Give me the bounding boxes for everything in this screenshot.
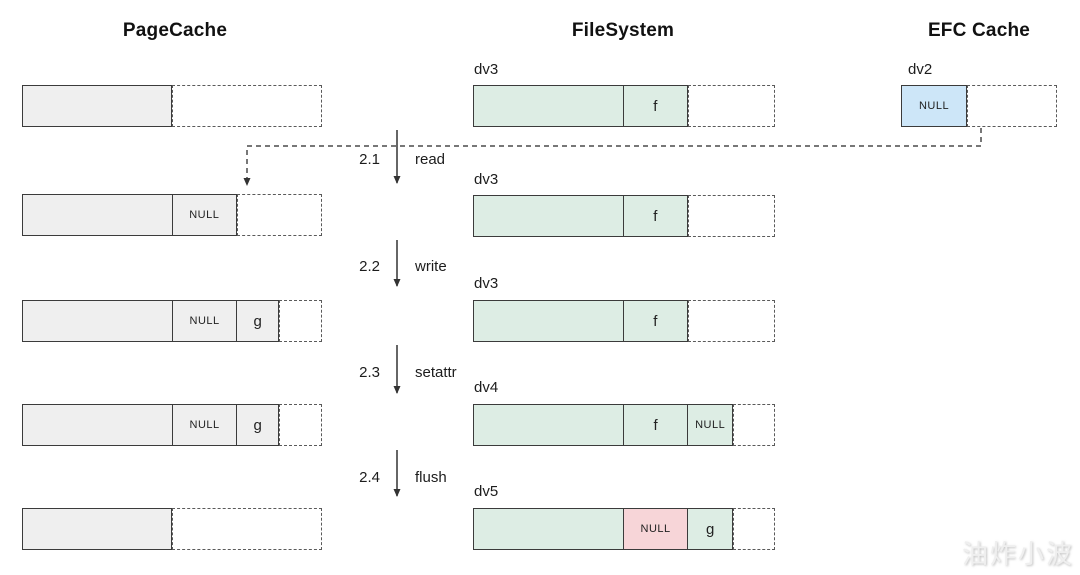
filesystem-row4-cell-data bbox=[474, 405, 623, 445]
pagecache-row2-extension bbox=[237, 194, 322, 236]
efc-row1-cell-null: NULL bbox=[918, 100, 950, 112]
step-number-2-4: 2.4 bbox=[359, 469, 380, 486]
filesystem-row2-label: dv3 bbox=[474, 171, 499, 188]
filesystem-row3-box: f bbox=[473, 300, 688, 342]
filesystem-row4-box: f NULL bbox=[473, 404, 733, 446]
filesystem-row1-box: f bbox=[473, 85, 688, 127]
filesystem-row1-cell-data bbox=[474, 86, 623, 126]
pagecache-row2-box: NULL bbox=[22, 194, 237, 236]
pagecache-row4-cell-null: NULL bbox=[171, 405, 237, 445]
step-action-flush: flush bbox=[415, 469, 447, 486]
pagecache-row3-cell-data bbox=[23, 301, 172, 341]
filesystem-row5-extension bbox=[733, 508, 775, 550]
pagecache-row4-box: NULL g bbox=[22, 404, 279, 446]
filesystem-row3-cell-f: f bbox=[622, 301, 687, 341]
column-title-filesystem: FileSystem bbox=[571, 20, 675, 41]
efc-row1-extension bbox=[967, 85, 1057, 127]
filesystem-row5-cell-null: NULL bbox=[622, 509, 688, 549]
watermark-text: 油炸小波 bbox=[961, 539, 1074, 569]
filesystem-row2-extension bbox=[688, 195, 775, 237]
efc-row1-label: dv2 bbox=[908, 61, 933, 78]
pagecache-row4-cell-g: g bbox=[236, 405, 278, 445]
filesystem-row1-extension bbox=[688, 85, 775, 127]
pagecache-row2-cell-data bbox=[23, 195, 172, 235]
filesystem-row3-extension bbox=[688, 300, 775, 342]
filesystem-row2-box: f bbox=[473, 195, 688, 237]
step-number-2-1: 2.1 bbox=[359, 151, 380, 168]
step-action-write: write bbox=[415, 258, 447, 275]
filesystem-row5-box: NULL g bbox=[473, 508, 733, 550]
pagecache-row3-cell-null: NULL bbox=[171, 301, 237, 341]
filesystem-row4-label: dv4 bbox=[474, 379, 499, 396]
step-number-2-3: 2.3 bbox=[359, 364, 380, 381]
filesystem-row4-cell-null: NULL bbox=[687, 405, 732, 445]
filesystem-row1-label: dv3 bbox=[474, 61, 499, 78]
filesystem-row3-cell-data bbox=[474, 301, 623, 341]
pagecache-row3-box: NULL g bbox=[22, 300, 279, 342]
column-title-pagecache: PageCache bbox=[122, 20, 228, 41]
step-action-read: read bbox=[415, 151, 446, 168]
filesystem-row5-cell-g: g bbox=[687, 509, 732, 549]
pagecache-row1-box bbox=[22, 85, 172, 127]
step-action-setattr: setattr bbox=[415, 364, 457, 381]
filesystem-row4-extension bbox=[733, 404, 775, 446]
filesystem-row2-cell-data bbox=[474, 196, 623, 236]
pagecache-row1-extension bbox=[172, 85, 322, 127]
column-title-efc-cache: EFC Cache bbox=[927, 20, 1031, 41]
filesystem-row3-label: dv3 bbox=[474, 275, 499, 292]
filesystem-row2-cell-f: f bbox=[622, 196, 687, 236]
pagecache-row3-cell-g: g bbox=[236, 301, 278, 341]
pagecache-row5-extension bbox=[172, 508, 322, 550]
pagecache-row3-extension bbox=[279, 300, 322, 342]
filesystem-row4-cell-f: f bbox=[622, 405, 688, 445]
filesystem-row5-label: dv5 bbox=[474, 483, 499, 500]
pagecache-row4-extension bbox=[279, 404, 322, 446]
filesystem-row1-cell-f: f bbox=[622, 86, 687, 126]
pagecache-row4-cell-data bbox=[23, 405, 172, 445]
pagecache-row2-cell-null: NULL bbox=[171, 195, 236, 235]
pagecache-row5-box bbox=[22, 508, 172, 550]
filesystem-row5-cell-data bbox=[474, 509, 623, 549]
efc-row1-box: NULL bbox=[901, 85, 967, 127]
step-number-2-2: 2.2 bbox=[359, 258, 380, 275]
